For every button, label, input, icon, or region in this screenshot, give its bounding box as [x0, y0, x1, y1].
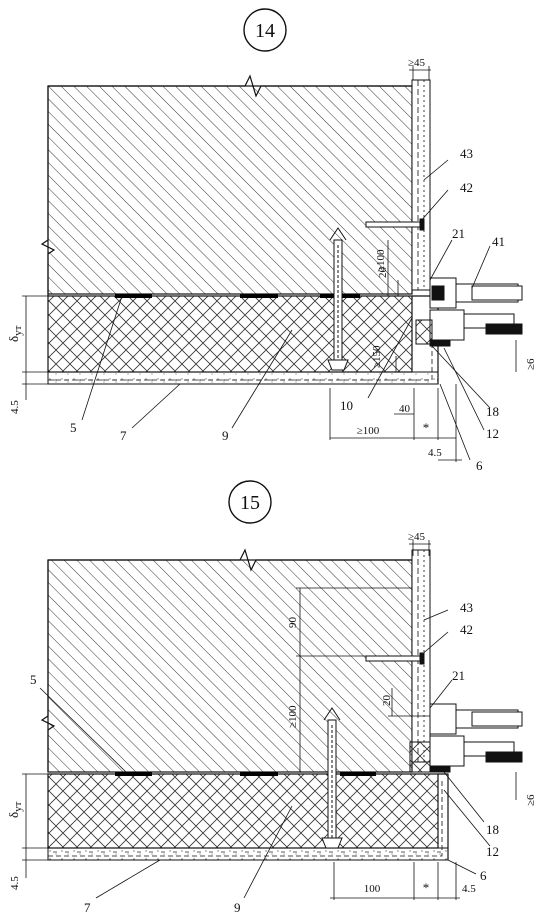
- callout-12-15: 12: [486, 844, 499, 859]
- left-break-line: [40, 86, 56, 296]
- callout-21-15: 21: [452, 668, 465, 683]
- callout-12: 12: [486, 426, 499, 441]
- insulation-layer-15: [47, 773, 439, 849]
- callout-41: 41: [492, 234, 505, 249]
- window-frame: [415, 277, 523, 347]
- dim-40: 40: [399, 403, 411, 415]
- dim-4-5-bottom: 4.5: [428, 447, 442, 459]
- callout-7: 7: [120, 428, 127, 443]
- base-render: [47, 371, 439, 385]
- dimension-lines-15: [22, 540, 517, 900]
- anchor-dowel: [327, 227, 349, 371]
- dim-vertical-100-15: ≥100: [287, 705, 299, 728]
- dim-star: *: [423, 420, 430, 435]
- dim-100-horizontal-15: 100: [364, 883, 381, 895]
- mesh-line: [48, 300, 433, 381]
- callout-42-15: 42: [460, 622, 473, 637]
- delta-symbol: δ: [6, 336, 21, 342]
- dim-4-5-bottom-15: 4.5: [462, 883, 476, 895]
- dim-delta-15: δут: [6, 801, 24, 818]
- callout-18: 18: [486, 404, 499, 419]
- delta-subscript: ут: [12, 325, 24, 336]
- screw-42-15: [365, 652, 425, 665]
- delta-subscript-15: ут: [12, 801, 24, 812]
- detail-14-number-circle: [243, 8, 287, 52]
- callout-5-15: 5: [30, 672, 37, 687]
- callout-18-15: 18: [486, 822, 499, 837]
- detail-14: 14: [6, 8, 537, 473]
- callout-5: 5: [70, 420, 77, 435]
- detail-14-number: 14: [255, 20, 275, 42]
- window-frame-15: [409, 703, 523, 773]
- dim-20-15: 20: [381, 695, 393, 707]
- callout-7-15: 7: [84, 900, 91, 915]
- insulation-layer: [47, 295, 413, 373]
- render-strip: [411, 79, 431, 291]
- callout-21: 21: [452, 226, 465, 241]
- delta-symbol-15: δ: [6, 812, 21, 818]
- detail-15-number-circle: [228, 480, 272, 524]
- base-render-15: [47, 847, 449, 861]
- left-break-line-15: [40, 560, 56, 772]
- dim-4-5-left-15: 4.5: [9, 876, 21, 890]
- screw-42: [365, 218, 425, 231]
- render-return-15: [438, 773, 449, 860]
- callout-9-15: 9: [234, 900, 241, 915]
- callout-42: 42: [460, 180, 473, 195]
- dim-top45: ≥45: [408, 57, 426, 69]
- wall-masonry: [47, 85, 413, 295]
- dim-star-15: *: [423, 880, 430, 895]
- dim-6-15: ≥6: [525, 794, 537, 806]
- callout-9: 9: [222, 428, 229, 443]
- callout-6: 6: [476, 458, 483, 473]
- break-line-15: [48, 548, 412, 572]
- dim-top45-15: ≥45: [408, 531, 426, 543]
- dim-100-horizontal: ≥100: [357, 425, 380, 437]
- mesh-line-15: [48, 780, 443, 857]
- detail-15-number: 15: [240, 492, 260, 514]
- callout-10: 10: [340, 398, 353, 413]
- dim-90: 90: [287, 617, 299, 629]
- anchor-dowel-15: [321, 707, 343, 849]
- callout-leaders-15: [39, 609, 491, 899]
- wall-masonry-15: [47, 559, 413, 773]
- callout-43: 43: [460, 146, 473, 161]
- dimension-lines: [22, 66, 517, 462]
- dim-20: 20: [377, 267, 389, 279]
- detail-15: 15: [6, 480, 537, 915]
- dim-150: ≥150: [371, 345, 383, 368]
- break-line: [48, 74, 412, 98]
- dim-4-5-left: 4.5: [9, 400, 21, 414]
- callout-6-15: 6: [480, 868, 487, 883]
- callout-43-15: 43: [460, 600, 473, 615]
- dim-delta: δут: [6, 325, 24, 342]
- dim-vertical-100: ≥100: [375, 249, 387, 272]
- callout-leaders: [81, 159, 491, 461]
- dim-6: ≥6: [525, 358, 537, 370]
